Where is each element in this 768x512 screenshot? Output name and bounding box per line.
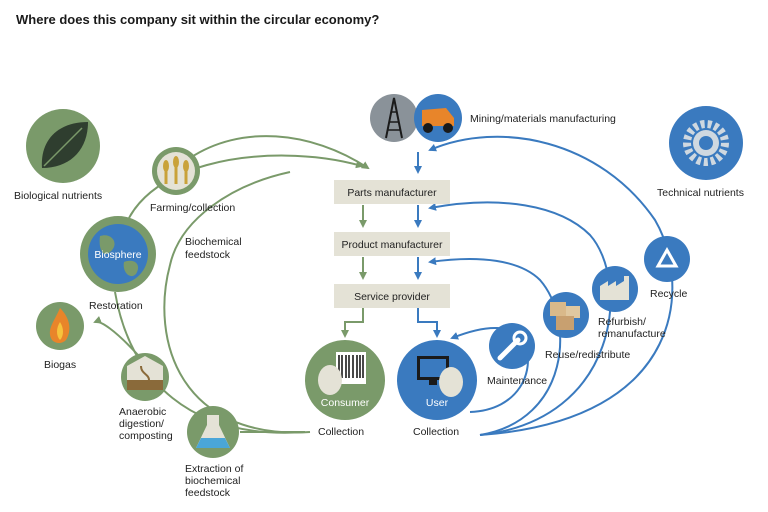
mining-truck-icon — [422, 108, 454, 133]
farming-label: Farming/collection — [150, 202, 235, 214]
anaerobic-label-1: Anaerobic — [119, 406, 166, 418]
maintenance-node: Maintenance — [487, 323, 547, 387]
flow-collection-to-biosphere — [114, 291, 306, 434]
reuse-node: Reuse/redistribute — [543, 292, 630, 361]
biological-nutrients-node: Biological nutrients — [14, 109, 102, 202]
extraction-node: Extraction of biochemical feedstock — [185, 406, 243, 499]
biogas-label: Biogas — [44, 359, 76, 371]
farming-node: Farming/collection — [150, 147, 235, 214]
extraction-label-1: Extraction of — [185, 463, 243, 475]
svg-text:Parts manufacturer: Parts manufacturer — [347, 187, 437, 199]
biochemical-feedstock-label-1: Biochemical — [185, 236, 242, 248]
factory-icon — [600, 276, 629, 300]
compost-icon — [127, 356, 163, 390]
svg-text:Product manufacturer: Product manufacturer — [342, 239, 443, 251]
globe-icon — [88, 224, 148, 284]
flow-service-to-user — [417, 308, 441, 338]
biosphere-node: Biosphere Restoration — [80, 216, 156, 312]
technical-nutrients-node: Technical nutrients — [657, 106, 744, 199]
barcode-icon — [318, 352, 366, 395]
flow-refurbish-loop — [428, 201, 612, 436]
computer-icon — [417, 356, 463, 397]
gear-icon — [683, 120, 729, 166]
refurbish-node: Refurbish/ remanufacture — [592, 266, 666, 340]
flow-service-to-consumer — [341, 308, 364, 338]
wheat-fish-icon — [157, 152, 195, 190]
anaerobic-node: Anaerobic digestion/ composting — [119, 353, 173, 442]
mining-label: Mining/materials manufacturing — [470, 113, 616, 125]
recycle-icon — [655, 246, 679, 268]
biochemical-feedstock-label-2: feedstock — [185, 249, 231, 261]
refurbish-label-2: remanufacture — [598, 328, 666, 340]
biological-nutrients-label: Biological nutrients — [14, 190, 102, 202]
flame-icon — [49, 308, 70, 343]
restoration-label: Restoration — [89, 300, 143, 312]
anaerobic-label-3: composting — [119, 430, 173, 442]
boxes-icon — [550, 302, 580, 330]
biogas-node: Biogas — [36, 302, 84, 371]
mining-node: Mining/materials manufacturing — [370, 94, 616, 142]
flow-reuse-loop — [428, 257, 562, 436]
refurbish-label-1: Refurbish/ — [598, 316, 646, 328]
biosphere-label: Biosphere — [94, 249, 141, 261]
service-provider-box: Service provider — [334, 284, 450, 308]
oil-rig-icon — [385, 97, 403, 139]
collection-left-label: Collection — [318, 426, 364, 438]
maintenance-label: Maintenance — [487, 375, 547, 387]
user-node: User Collection — [397, 340, 477, 438]
wrench-icon — [497, 330, 528, 361]
flow-anaerobic-to-biogas — [93, 316, 139, 356]
flow-farming-to-parts — [189, 135, 370, 170]
flow-recycle-loop — [428, 135, 674, 436]
leaf-icon — [41, 122, 88, 168]
anaerobic-label-2: digestion/ — [119, 418, 164, 430]
user-label: User — [426, 397, 449, 409]
product-manufacturer-box: Product manufacturer — [334, 232, 450, 256]
consumer-node: Consumer Collection — [305, 340, 385, 438]
technical-nutrients-label: Technical nutrients — [657, 187, 744, 199]
flask-icon — [196, 415, 230, 448]
recycle-label: Recycle — [650, 288, 688, 300]
consumer-label: Consumer — [321, 397, 370, 409]
collection-right-label: Collection — [413, 426, 459, 438]
reuse-label: Reuse/redistribute — [545, 349, 630, 361]
page-title: Where does this company sit within the c… — [16, 12, 380, 27]
extraction-label-2: biochemical — [185, 475, 240, 487]
parts-manufacturer-box: Parts manufacturer — [334, 180, 450, 204]
extraction-label-3: feedstock — [185, 487, 231, 499]
recycle-node: Recycle — [644, 236, 690, 300]
svg-text:Service provider: Service provider — [354, 291, 430, 303]
